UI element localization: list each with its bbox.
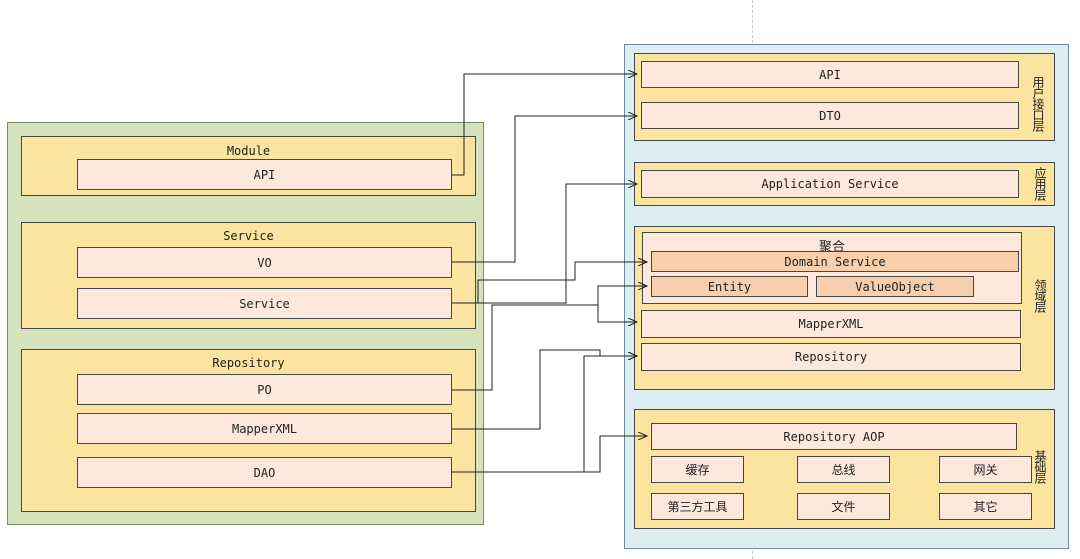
infra-item-third-party: 第三方工具 (651, 493, 744, 520)
infra-layer-label: 基础层 (1033, 450, 1047, 483)
domain-layer-label: 领域层 (1033, 279, 1047, 312)
repository-aop-box: Repository AOP (651, 423, 1017, 450)
repository-mapperxml-label: MapperXML (231, 421, 298, 436)
arrow-po-to-mapperxml (492, 304, 637, 322)
module-group-title: Module (226, 144, 271, 158)
service-vo-label: VO (257, 255, 272, 270)
arrow-dao-to-repository (452, 356, 637, 473)
module-api-label: API (253, 167, 276, 182)
domain-mapperxml-label: MapperXML (798, 317, 864, 331)
user-api-box: API (641, 61, 1019, 88)
infra-item-other: 其它 (939, 493, 1032, 520)
repository-dao-label: DAO (253, 465, 276, 480)
arrow-dao-to-repository-aop (452, 436, 647, 473)
domain-repository-box: Repository (641, 343, 1021, 371)
domain-mapperxml-box: MapperXML (641, 310, 1021, 338)
infra-item-gateway: 网关 (939, 456, 1032, 483)
infra-item-file: 文件 (797, 493, 890, 520)
repository-po-box: PO (77, 374, 452, 405)
value-object-box: ValueObject (816, 276, 974, 297)
infra-item-file-label: 文件 (831, 500, 856, 514)
infra-item-cache-label: 缓存 (685, 463, 710, 477)
repository-group-title: Repository (212, 356, 285, 370)
domain-repository-label: Repository (794, 350, 868, 364)
service-group-title: Service (223, 229, 274, 243)
infra-item-gateway-label: 网关 (973, 463, 998, 477)
app-layer-label: 应用层 (1033, 167, 1047, 200)
arrow-vo-to-dto (452, 116, 637, 263)
app-service-box: Application Service (641, 170, 1019, 198)
user-dto-label: DTO (819, 108, 841, 123)
infra-item-cache: 缓存 (651, 456, 744, 483)
app-service-label: Application Service (761, 177, 899, 191)
service-service-label: Service (239, 296, 290, 311)
repository-dao-box: DAO (77, 457, 452, 488)
infra-item-bus: 总线 (797, 456, 890, 483)
entity-box: Entity (651, 276, 808, 297)
user-api-label: API (819, 67, 841, 82)
module-api-box: API (77, 159, 452, 190)
infra-item-bus-label: 总线 (831, 463, 856, 477)
infra-item-other-label: 其它 (973, 500, 998, 514)
repository-aop-label: Repository AOP (783, 429, 885, 444)
user-layer-label: 用户接口层 (1031, 76, 1045, 131)
value-object-label: ValueObject (855, 279, 935, 294)
domain-service-label: Domain Service (784, 254, 886, 269)
infra-item-third-party-label: 第三方工具 (667, 500, 728, 514)
arrow-po-to-entity (452, 286, 647, 391)
domain-service-box: Domain Service (651, 251, 1019, 272)
arrow-service-to-app-service (452, 184, 637, 304)
service-vo-box: VO (77, 247, 452, 278)
repository-mapperxml-box: MapperXML (77, 413, 452, 444)
arrow-service-to-domain-service (452, 262, 647, 304)
entity-label: Entity (707, 279, 752, 294)
arrow-module-api-to-api (452, 74, 637, 176)
user-dto-box: DTO (641, 102, 1019, 129)
service-service-box: Service (77, 288, 452, 319)
repository-po-label: PO (257, 382, 272, 397)
